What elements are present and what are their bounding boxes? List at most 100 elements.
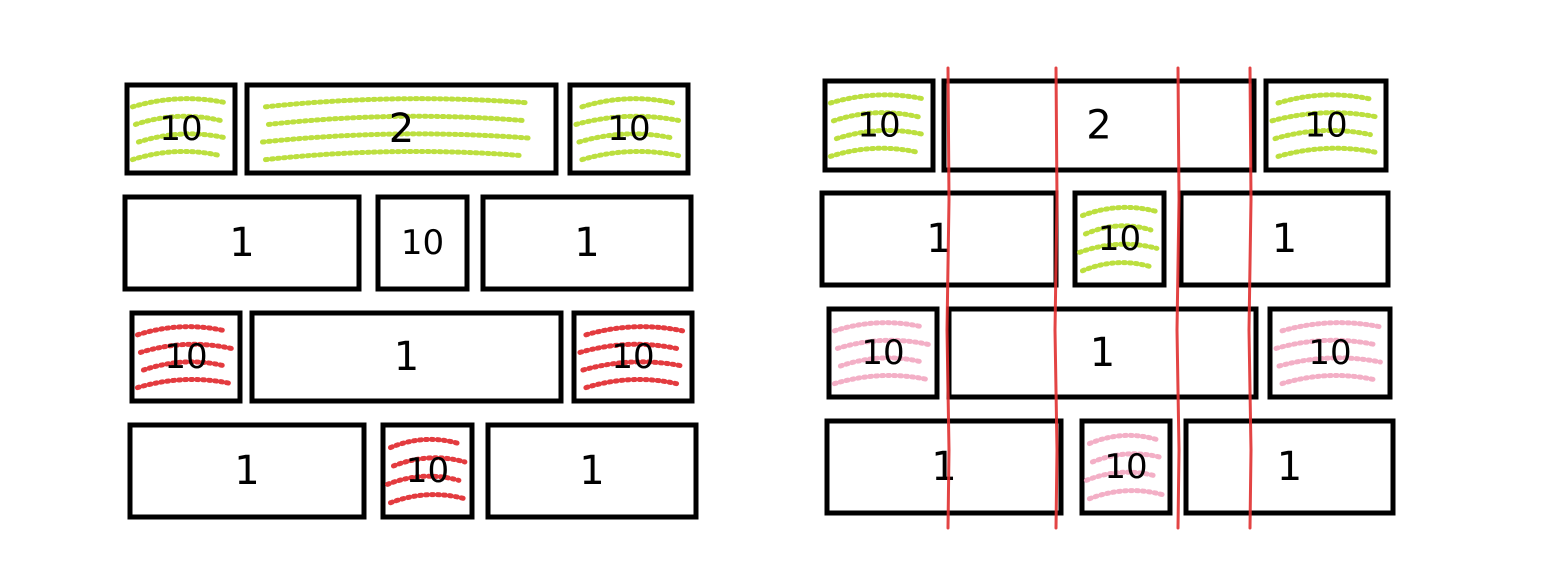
brick: 10 [124, 82, 238, 176]
brick-label: 1 [1090, 330, 1115, 376]
highlight-stroke [1269, 110, 1379, 124]
highlight-scribble [1273, 320, 1383, 387]
highlight-stroke [140, 359, 228, 373]
brick-outline [127, 422, 367, 520]
brick: 1 [122, 194, 362, 292]
brick-outline [941, 78, 1257, 173]
brick: 1 [824, 418, 1064, 516]
highlight-stroke [387, 436, 462, 451]
brick-label: 2 [1086, 103, 1111, 149]
brick-row: 1 10 1 [127, 422, 699, 520]
brick-label: 1 [931, 444, 956, 490]
brick: 10 [822, 78, 936, 173]
highlight-scribble [1269, 92, 1379, 159]
brick: 2 [941, 78, 1257, 173]
brick-outline [1178, 190, 1391, 288]
brick-label: 1 [1272, 216, 1297, 262]
highlight-stroke [1089, 451, 1166, 465]
highlight-stroke [134, 324, 228, 338]
brick-label: 10 [611, 337, 654, 377]
brick-label: 10 [1104, 447, 1147, 487]
brick-label: 10 [607, 109, 650, 149]
brick-outline [824, 418, 1064, 516]
highlight-stroke [577, 341, 680, 355]
highlight-stroke [579, 96, 676, 110]
brick: 1 [819, 190, 1059, 288]
highlight-stroke [137, 341, 234, 355]
brick: 2 [244, 82, 559, 176]
highlight-stroke [576, 131, 676, 145]
vertical-guide-lines [945, 66, 1253, 530]
highlight-scribble [1083, 432, 1166, 502]
highlight-scribble [129, 96, 229, 163]
brick: 10 [1072, 190, 1167, 288]
brick-outline [122, 194, 362, 292]
brick-label: 10 [861, 333, 904, 373]
brick-label: 10 [857, 106, 900, 146]
highlight-scribble [831, 320, 931, 387]
highlight-stroke [831, 372, 931, 387]
brick-label: 1 [229, 220, 254, 266]
highlight-scribble [259, 96, 531, 163]
highlight-stroke [580, 359, 686, 373]
highlight-stroke [1082, 223, 1154, 237]
highlight-stroke [1273, 337, 1377, 351]
brick-label: 10 [164, 337, 207, 377]
highlight-stroke [132, 113, 223, 127]
highlight-stroke [583, 324, 686, 338]
highlight-stroke [831, 320, 925, 334]
highlight-stroke [135, 131, 229, 145]
highlight-stroke [1079, 260, 1154, 274]
highlight-stroke [837, 355, 925, 369]
highlight-stroke [827, 145, 921, 159]
brick-label: 1 [234, 448, 259, 494]
brick: 10 [129, 310, 243, 404]
brick-row: 1 10 1 [819, 190, 1391, 288]
highlight-stroke [833, 127, 927, 142]
brick: 1 [485, 422, 699, 520]
brick: 10 [1267, 306, 1393, 400]
brick-label: 10 [1098, 219, 1141, 259]
brick-outline [480, 194, 694, 292]
highlight-stroke [1083, 469, 1160, 483]
highlight-stroke [1272, 127, 1373, 142]
brick: 1 [480, 194, 694, 292]
highlight-stroke [1275, 145, 1379, 159]
highlight-stroke [1276, 355, 1383, 369]
highlight-stroke [387, 492, 468, 506]
brick-outline [249, 310, 564, 404]
brick: 1 [946, 306, 1259, 400]
brick-label: 10 [406, 451, 449, 491]
highlight-stroke [129, 96, 229, 110]
brick-outline [1183, 418, 1396, 516]
brick-row: 10 1 10 [129, 310, 695, 404]
highlight-stroke [259, 131, 531, 145]
brick: 10 [1263, 78, 1389, 173]
highlight-stroke [1279, 372, 1377, 387]
brick-row: 10 1 10 [826, 306, 1393, 400]
brick: 1 [249, 310, 564, 404]
highlight-stroke [579, 148, 682, 163]
highlight-stroke [1086, 488, 1166, 502]
highlight-stroke [834, 337, 931, 351]
brick: 10 [380, 422, 475, 520]
highlight-stroke [827, 92, 927, 106]
highlight-scribble [134, 324, 234, 391]
brick: 1 [127, 422, 367, 520]
brick-outline [946, 306, 1259, 400]
highlight-stroke [129, 148, 223, 163]
brick-outline [375, 194, 470, 292]
brick-label: 10 [1308, 333, 1351, 373]
highlight-scribble [573, 96, 682, 163]
brick-label: 1 [394, 334, 419, 380]
vertical-guide-line [945, 66, 951, 530]
brick-label: 10 [1304, 106, 1347, 146]
highlight-stroke [390, 455, 468, 469]
highlight-stroke [134, 376, 234, 391]
brick-outline [485, 422, 699, 520]
brick-label: 1 [574, 220, 599, 266]
